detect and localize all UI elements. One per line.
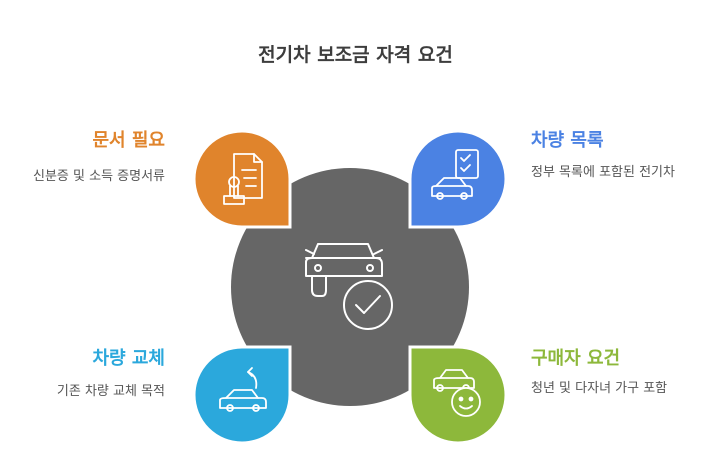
quadrant-top-left-label: 문서 필요	[92, 130, 165, 151]
car-person-icon	[433, 369, 481, 417]
page-title: 전기차 보조금 자격 요건	[258, 44, 453, 66]
quadrant-bottom-right-label: 구매자 요건	[531, 348, 621, 369]
quadrant-top-right-description: 정부 목록에 포함된 전기차	[531, 165, 675, 180]
quadrant-top-right-label: 차량 목록	[531, 130, 604, 151]
quadrant-bottom-left-label: 차량 교체	[92, 348, 165, 369]
car-checklist-icon	[431, 149, 479, 200]
car-checkmark-icon	[305, 243, 393, 330]
quadrant-bottom-left-description: 기존 차량 교체 목적	[56, 384, 165, 399]
quadrant-top-left-description: 신분증 및 소득 증명서류	[33, 169, 165, 184]
quadrant-bottom-right-description: 청년 및 다자녀 가구 포함	[531, 381, 668, 396]
quadrant-top-right-shape	[408, 129, 508, 229]
quadrant-top-left-shape	[192, 129, 292, 229]
document-stamp-icon	[223, 153, 263, 205]
car-replace-icon	[219, 367, 267, 412]
quadrant-bottom-left-shape	[192, 345, 292, 445]
